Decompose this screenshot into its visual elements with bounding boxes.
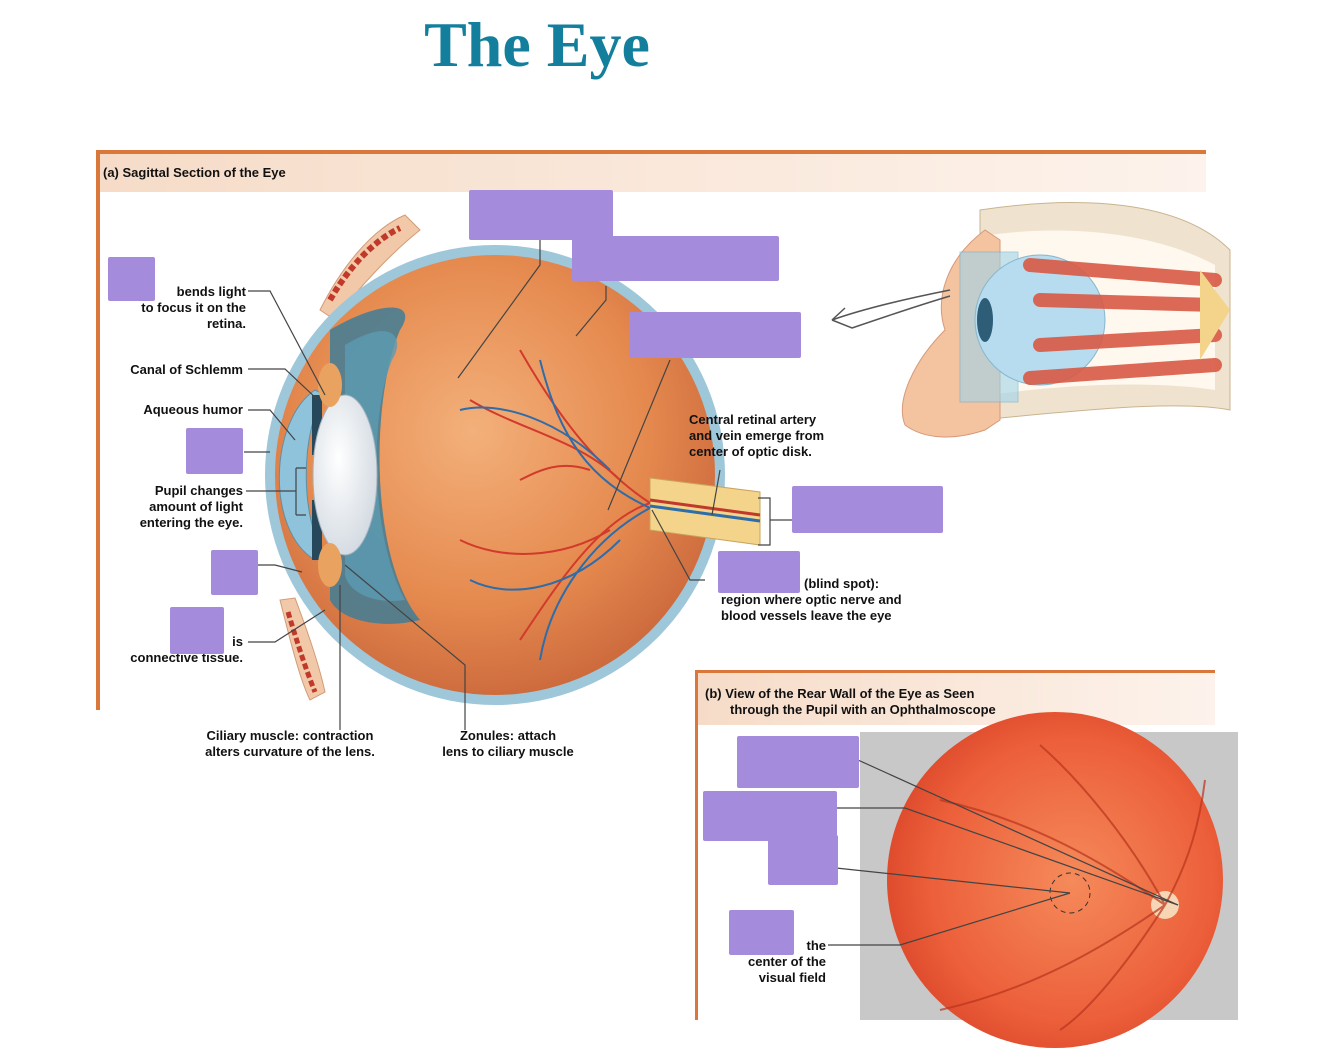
blank-optic-nerve[interactable] — [792, 486, 943, 533]
blank-sclera[interactable] — [170, 607, 224, 654]
page-title: The Eye — [424, 9, 650, 80]
blank-lens[interactable] — [108, 257, 155, 301]
blank-retina[interactable] — [629, 312, 801, 358]
eyelids — [279, 214, 421, 701]
blank-b-3[interactable] — [768, 835, 838, 885]
panel-a-frame — [96, 150, 1206, 710]
label-central-retinal-artery: Central retinal artery and vein emerge f… — [689, 412, 825, 459]
panel-a-heading: (a) Sagittal Section of the Eye — [103, 165, 286, 180]
panel-b-heading: (b) View of the Rear Wall of the Eye as … — [705, 686, 996, 717]
label-lens: bends light to focus it on the retina. — [141, 284, 246, 331]
blank-b-2[interactable] — [703, 791, 837, 841]
blank-choroid[interactable] — [572, 236, 779, 281]
head-eye-illustration — [901, 202, 1231, 438]
label-blind-spot: (blind spot): region where optic nerve a… — [721, 576, 902, 623]
blank-cornea[interactable] — [186, 428, 243, 474]
blank-vitreous[interactable] — [469, 190, 613, 240]
blank-optic-disk[interactable] — [718, 551, 800, 593]
panel-b-frame — [695, 670, 1215, 1020]
arrow-icon — [831, 289, 951, 329]
blank-fovea[interactable] — [729, 910, 794, 955]
label-pupil: Pupil changes amount of light entering t… — [139, 483, 243, 530]
fundus-image — [860, 712, 1238, 1048]
blank-iris[interactable] — [211, 550, 258, 595]
label-fovea: the center of the visual field — [747, 938, 826, 985]
label-ciliary-muscle: Ciliary muscle: contraction alters curva… — [205, 728, 375, 759]
label-zonules: Zonules: attach lens to ciliary muscle — [442, 728, 574, 759]
blank-b-1[interactable] — [737, 736, 859, 788]
label-aqueous-humor: Aqueous humor — [143, 402, 243, 417]
label-canal-of-schlemm: Canal of Schlemm — [130, 362, 243, 377]
leader-lines — [244, 236, 1179, 946]
eyeball — [265, 245, 761, 705]
